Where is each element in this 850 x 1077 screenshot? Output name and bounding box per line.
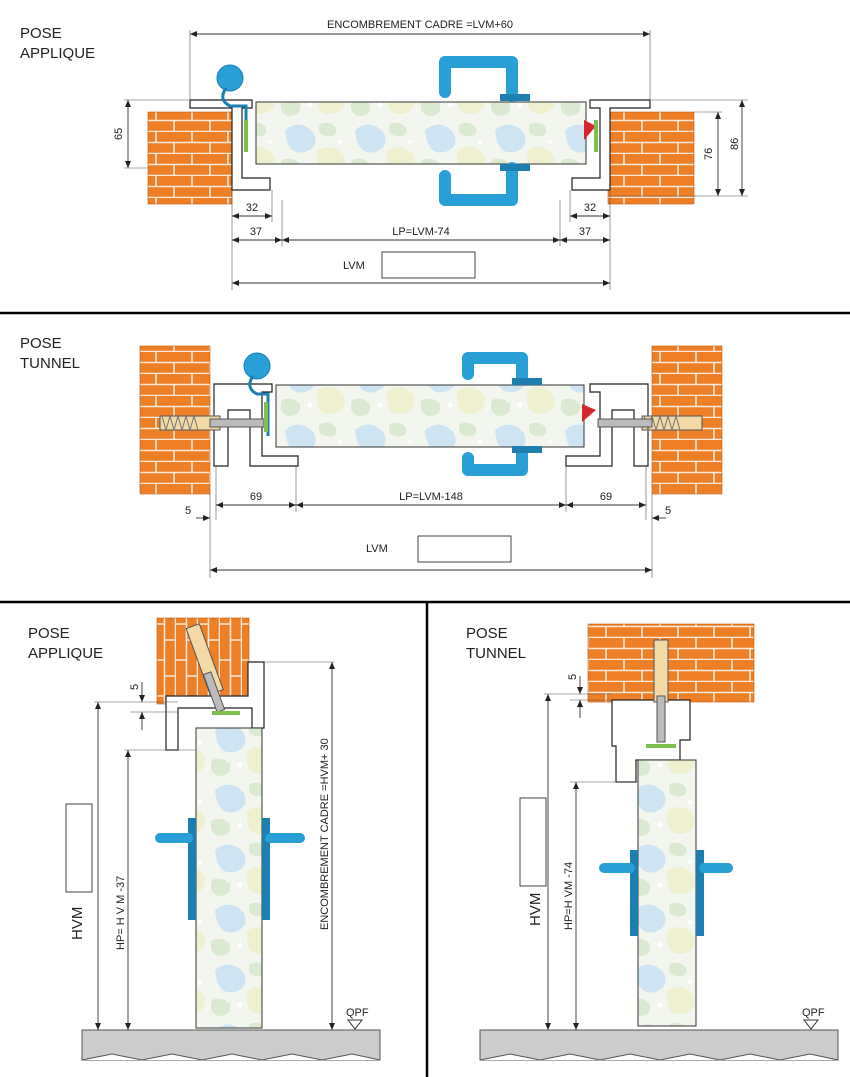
- applique-top-title-line2: APPLIQUE: [20, 45, 95, 62]
- qpf-marker: [802, 1019, 820, 1030]
- lvm-input-box[interactable]: [417, 535, 512, 563]
- encombrement-label: ENCOMBREMENT CADRE =HVM+ 30: [319, 738, 331, 930]
- door-handle-bottom: [462, 446, 528, 476]
- applique-side-title-line2: APPLIQUE: [28, 645, 103, 662]
- seal-red-right: [584, 120, 596, 140]
- hinge-arm: [248, 375, 270, 436]
- dim-5-label: 5: [129, 684, 141, 690]
- dim-86-label: 86: [729, 138, 741, 150]
- dim-69-left-label: 69: [250, 491, 262, 503]
- dim-5-right-label: 5: [665, 505, 671, 517]
- seal-green-right: [594, 120, 598, 152]
- anchor-bolt: [185, 623, 226, 713]
- lvm-input-box[interactable]: [381, 251, 476, 279]
- frame-profile-right: [571, 99, 651, 191]
- seal-red-right: [582, 404, 596, 422]
- hvm-label: HVM: [527, 893, 544, 926]
- tunnel-top-title-line2: TUNNEL: [20, 355, 80, 372]
- floor-break-line: [81, 1053, 381, 1061]
- brick-wall-right: [607, 111, 695, 205]
- door-panel: [255, 101, 587, 165]
- dim-37-left-label: 37: [250, 226, 262, 238]
- frame-profile-left: [189, 99, 271, 191]
- handle-rose-left: [630, 850, 638, 936]
- hinge-arm: [221, 87, 248, 150]
- lvm-label: LVM: [366, 543, 388, 555]
- dim-5-left-label: 5: [185, 505, 191, 517]
- dim-69-right-label: 69: [600, 491, 612, 503]
- dim-lp-label: LP=LVM-74: [392, 226, 450, 238]
- qpf-label: QPF: [802, 1007, 825, 1019]
- door-handle-top: [462, 352, 528, 384]
- lvm-label: LVM: [343, 260, 365, 272]
- dim-76-label: 76: [703, 148, 715, 160]
- frame-profile-top: [611, 699, 691, 783]
- hinge-knob: [243, 352, 271, 380]
- anchor-bolt-left: [159, 414, 265, 432]
- applique-top-title-line1: POSE: [20, 25, 62, 42]
- hvm-label: HVM: [69, 907, 86, 940]
- handle-rose-top: [500, 94, 530, 101]
- handle-rose-bottom: [512, 446, 542, 453]
- tunnel-side-title-line1: POSE: [466, 625, 508, 642]
- dim-32-right-label: 32: [584, 202, 596, 214]
- section-tunnel-side: POSE TUNNEL QPF 5 HVM HP=H VM -74: [466, 623, 839, 1061]
- door-handle-bottom: [439, 162, 518, 206]
- hvm-input-box[interactable]: [519, 797, 547, 887]
- handle-rose-left: [188, 818, 196, 920]
- door-panel-side: [195, 727, 263, 1029]
- door-panel: [275, 384, 585, 448]
- dim-32-left-label: 32: [246, 202, 258, 214]
- dim-65-label: 65: [113, 128, 125, 140]
- handle-rose-right: [262, 818, 270, 920]
- section-applique-side: POSE APPLIQUE QPF 5 HVM HP= H V M -37: [28, 617, 381, 1061]
- seal-green-left: [244, 120, 248, 152]
- hinge-knob: [216, 64, 244, 92]
- handle-rose-right: [696, 850, 704, 936]
- floor-slab: [479, 1029, 839, 1061]
- qpf-label: QPF: [346, 1007, 369, 1019]
- door-panel-side: [637, 759, 697, 1027]
- seal-green: [212, 711, 240, 715]
- hp-label: HP= H V M -37: [115, 876, 127, 950]
- tunnel-side-title-line2: TUNNEL: [466, 645, 526, 662]
- section-tunnel-top: POSE TUNNEL 5: [20, 335, 723, 578]
- handle-rose-bottom: [500, 164, 530, 171]
- brick-lintel: [587, 623, 755, 703]
- brick-wall-left: [147, 111, 233, 205]
- dim-37-right-label: 37: [579, 226, 591, 238]
- dim-5-label: 5: [567, 674, 579, 680]
- dim-lp-label: LP=LVM-148: [399, 491, 463, 503]
- hp-label: HP=H VM -74: [563, 862, 575, 930]
- hvm-input-box[interactable]: [65, 803, 93, 893]
- section-applique-top: POSE APPLIQUE ENCOMBREMENT CADRE =LVM+60: [20, 19, 748, 290]
- floor-break-line: [479, 1053, 839, 1061]
- qpf-marker: [346, 1019, 364, 1030]
- seal-green: [646, 744, 676, 748]
- tunnel-top-title-line1: POSE: [20, 335, 62, 352]
- door-handle-top: [439, 56, 518, 102]
- anchor-bolt-right: [597, 414, 703, 432]
- applique-top-encombrement-label: ENCOMBREMENT CADRE =LVM+60: [327, 19, 513, 31]
- applique-side-title-line1: POSE: [28, 625, 70, 642]
- handle-rose-top: [512, 378, 542, 385]
- anchor-bolt: [653, 639, 669, 743]
- seal-green-left: [264, 402, 268, 432]
